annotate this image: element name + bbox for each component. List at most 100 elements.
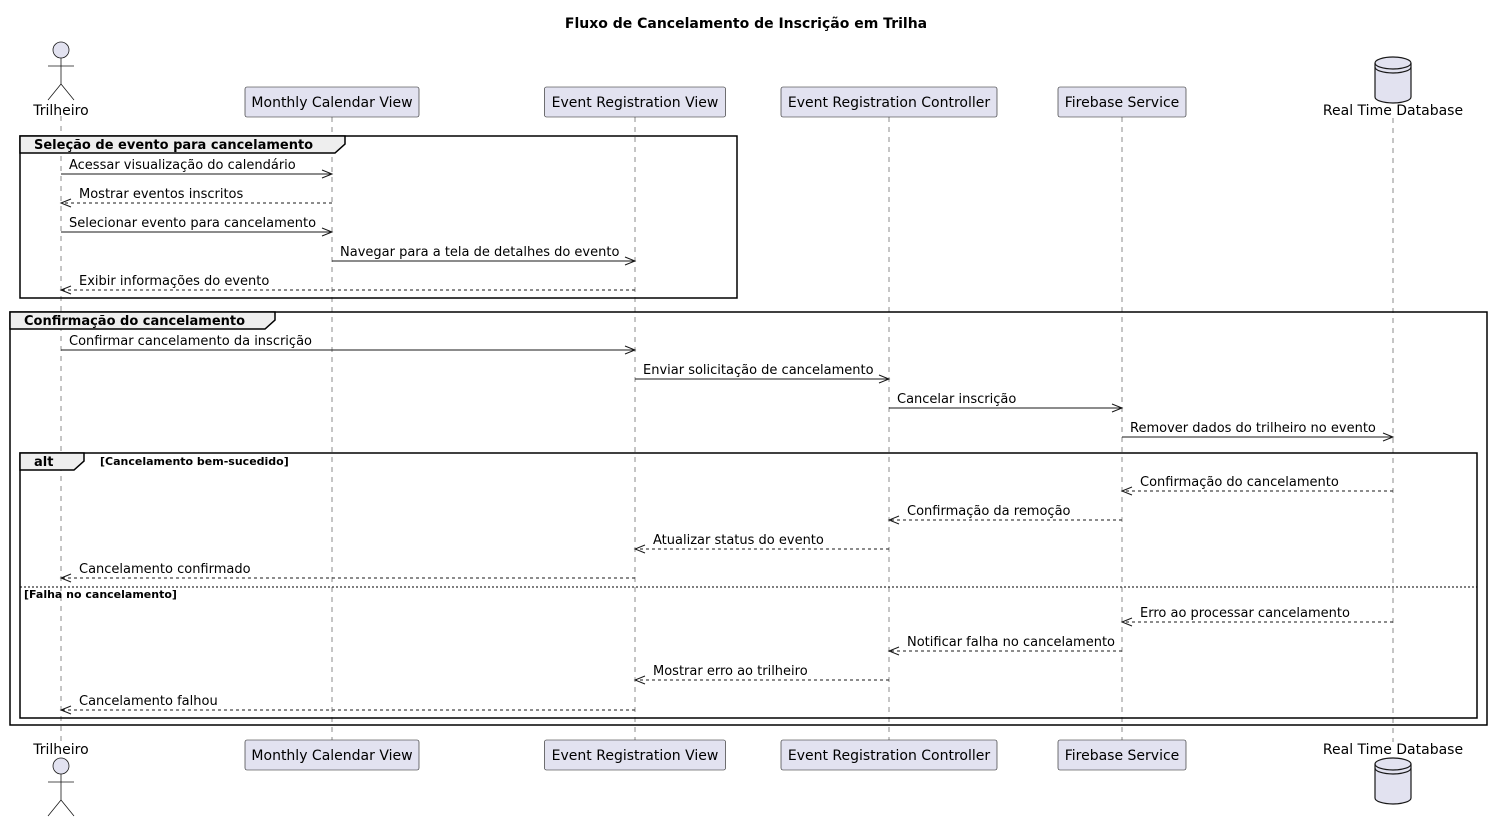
message-label: Erro ao processar cancelamento	[1140, 606, 1350, 621]
participant-box	[244, 86, 420, 118]
group-frame-confirmation-border	[9, 311, 1488, 726]
participant-box	[544, 739, 726, 771]
message-label: Exibir informações do evento	[79, 274, 269, 289]
participant-monthly-calendar-view-top: Monthly Calendar View	[244, 86, 420, 118]
participant-label: Event Registration View	[552, 95, 719, 111]
arrowhead-icon	[1120, 486, 1133, 496]
lifelines	[60, 116, 1394, 742]
arrowhead-icon	[624, 256, 637, 266]
actor-head-icon	[52, 757, 70, 775]
group-frame-selection-label: Seleção de evento para cancelamento	[34, 138, 313, 153]
alt-guard-failure: [Falha no cancelamento]	[24, 588, 177, 601]
participant-label: Monthly Calendar View	[251, 95, 412, 111]
arrowhead-icon	[1120, 617, 1133, 627]
message-6: Confirmar cancelamento da inscrição	[61, 334, 637, 355]
message-9: Remover dados do trilheiro no evento	[1122, 421, 1395, 442]
actor-body-icon	[47, 58, 75, 101]
database-rim-icon	[1374, 62, 1412, 74]
participant-real-time-database-bottom: Real Time Database	[1323, 742, 1463, 805]
message-3: Selecionar evento para cancelamento	[61, 216, 334, 237]
frames: Seleção de evento para cancelamentoConfi…	[9, 135, 1488, 726]
participant-label: Trilheiro	[32, 742, 88, 758]
arrowhead-icon	[887, 646, 900, 656]
participant-event-registration-controller-top: Event Registration Controller	[780, 86, 998, 118]
message-label: Remover dados do trilheiro no evento	[1130, 421, 1376, 436]
message-label: Mostrar eventos inscritos	[79, 187, 243, 202]
database-icon	[1374, 56, 1412, 104]
database-icon	[1374, 757, 1412, 805]
message-label: Selecionar evento para cancelamento	[69, 216, 316, 231]
message-label: Confirmação da remoção	[907, 504, 1071, 519]
participant-box	[1057, 86, 1187, 118]
participant-box	[544, 86, 726, 118]
message-label: Notificar falha no cancelamento	[907, 635, 1115, 650]
message-label: Confirmação do cancelamento	[1140, 475, 1339, 490]
message-11: Confirmação da remoção	[887, 504, 1122, 525]
participant-real-time-database-top: Real Time Database	[1323, 56, 1463, 119]
actor-body-icon	[47, 774, 75, 817]
message-label: Atualizar status do evento	[653, 533, 824, 548]
arrowhead-icon	[1111, 403, 1124, 413]
group-frame-selection-border	[19, 135, 738, 299]
message-label: Acessar visualização do calendário	[69, 158, 296, 173]
arrowhead-icon	[633, 675, 646, 685]
message-15: Notificar falha no cancelamento	[887, 635, 1122, 656]
message-13: Cancelamento confirmado	[59, 562, 635, 583]
message-label: Confirmar cancelamento da inscrição	[69, 334, 312, 349]
arrowhead-icon	[624, 345, 637, 355]
group-frame-confirmation-tab	[9, 311, 276, 330]
arrowhead-icon	[887, 515, 900, 525]
group-frame-selection-tab	[19, 135, 346, 154]
actor-head-icon	[52, 41, 70, 59]
participant-box	[780, 86, 998, 118]
participant-label: Event Registration Controller	[788, 95, 991, 111]
participant-trilheiro-top: Trilheiro	[32, 41, 89, 119]
message-14: Erro ao processar cancelamento	[1120, 606, 1393, 627]
message-label: Navegar para a tela de detalhes do event…	[340, 245, 619, 260]
participant-box	[244, 739, 420, 771]
participant-trilheiro-bottom: Trilheiro	[32, 742, 89, 817]
arrowhead-icon	[59, 285, 72, 295]
database-rim-icon	[1374, 763, 1412, 775]
message-7: Enviar solicitação de cancelamento	[635, 363, 891, 384]
participant-event-registration-view-top: Event Registration View	[544, 86, 726, 118]
participant-event-registration-view-bottom: Event Registration View	[544, 739, 726, 771]
message-label: Enviar solicitação de cancelamento	[643, 363, 874, 378]
participant-label: Real Time Database	[1323, 742, 1463, 758]
alt-frame: alt[Cancelamento bem-sucedido][Falha no …	[19, 452, 1478, 719]
alt-frame-tab	[19, 452, 85, 471]
message-16: Mostrar erro ao trilheiro	[633, 664, 889, 685]
participant-label: Event Registration View	[552, 748, 719, 764]
participant-label: Trilheiro	[32, 103, 88, 119]
arrowhead-icon	[633, 544, 646, 554]
participant-label: Firebase Service	[1065, 748, 1180, 764]
participant-box	[1057, 739, 1187, 771]
message-2: Mostrar eventos inscritos	[59, 187, 332, 208]
message-5: Exibir informações do evento	[59, 274, 635, 295]
arrowhead-icon	[59, 198, 72, 208]
alt-frame-label: alt	[34, 455, 53, 470]
message-label: Cancelamento falhou	[79, 694, 218, 709]
message-label: Cancelamento confirmado	[79, 562, 251, 577]
message-8: Cancelar inscrição	[889, 392, 1124, 413]
alt-frame-border	[19, 452, 1478, 719]
group-frame-selection: Seleção de evento para cancelamento	[19, 135, 738, 299]
message-1: Acessar visualização do calendário	[61, 158, 334, 179]
arrowhead-icon	[1382, 432, 1395, 442]
arrowhead-icon	[321, 169, 334, 179]
participant-label: Real Time Database	[1323, 103, 1463, 119]
message-4: Navegar para a tela de detalhes do event…	[332, 245, 637, 266]
group-frame-confirmation-label: Confirmação do cancelamento	[24, 314, 245, 329]
message-17: Cancelamento falhou	[59, 694, 635, 715]
messages: Acessar visualização do calendárioMostra…	[59, 158, 1395, 715]
message-label: Cancelar inscrição	[897, 392, 1016, 407]
participant-monthly-calendar-view-bottom: Monthly Calendar View	[244, 739, 420, 771]
message-label: Mostrar erro ao trilheiro	[653, 664, 808, 679]
group-frame-confirmation: Confirmação do cancelamento	[9, 311, 1488, 726]
arrowhead-icon	[878, 374, 891, 384]
arrowhead-icon	[59, 705, 72, 715]
participant-firebase-service-bottom: Firebase Service	[1057, 739, 1187, 771]
participant-event-registration-controller-bottom: Event Registration Controller	[780, 739, 998, 771]
